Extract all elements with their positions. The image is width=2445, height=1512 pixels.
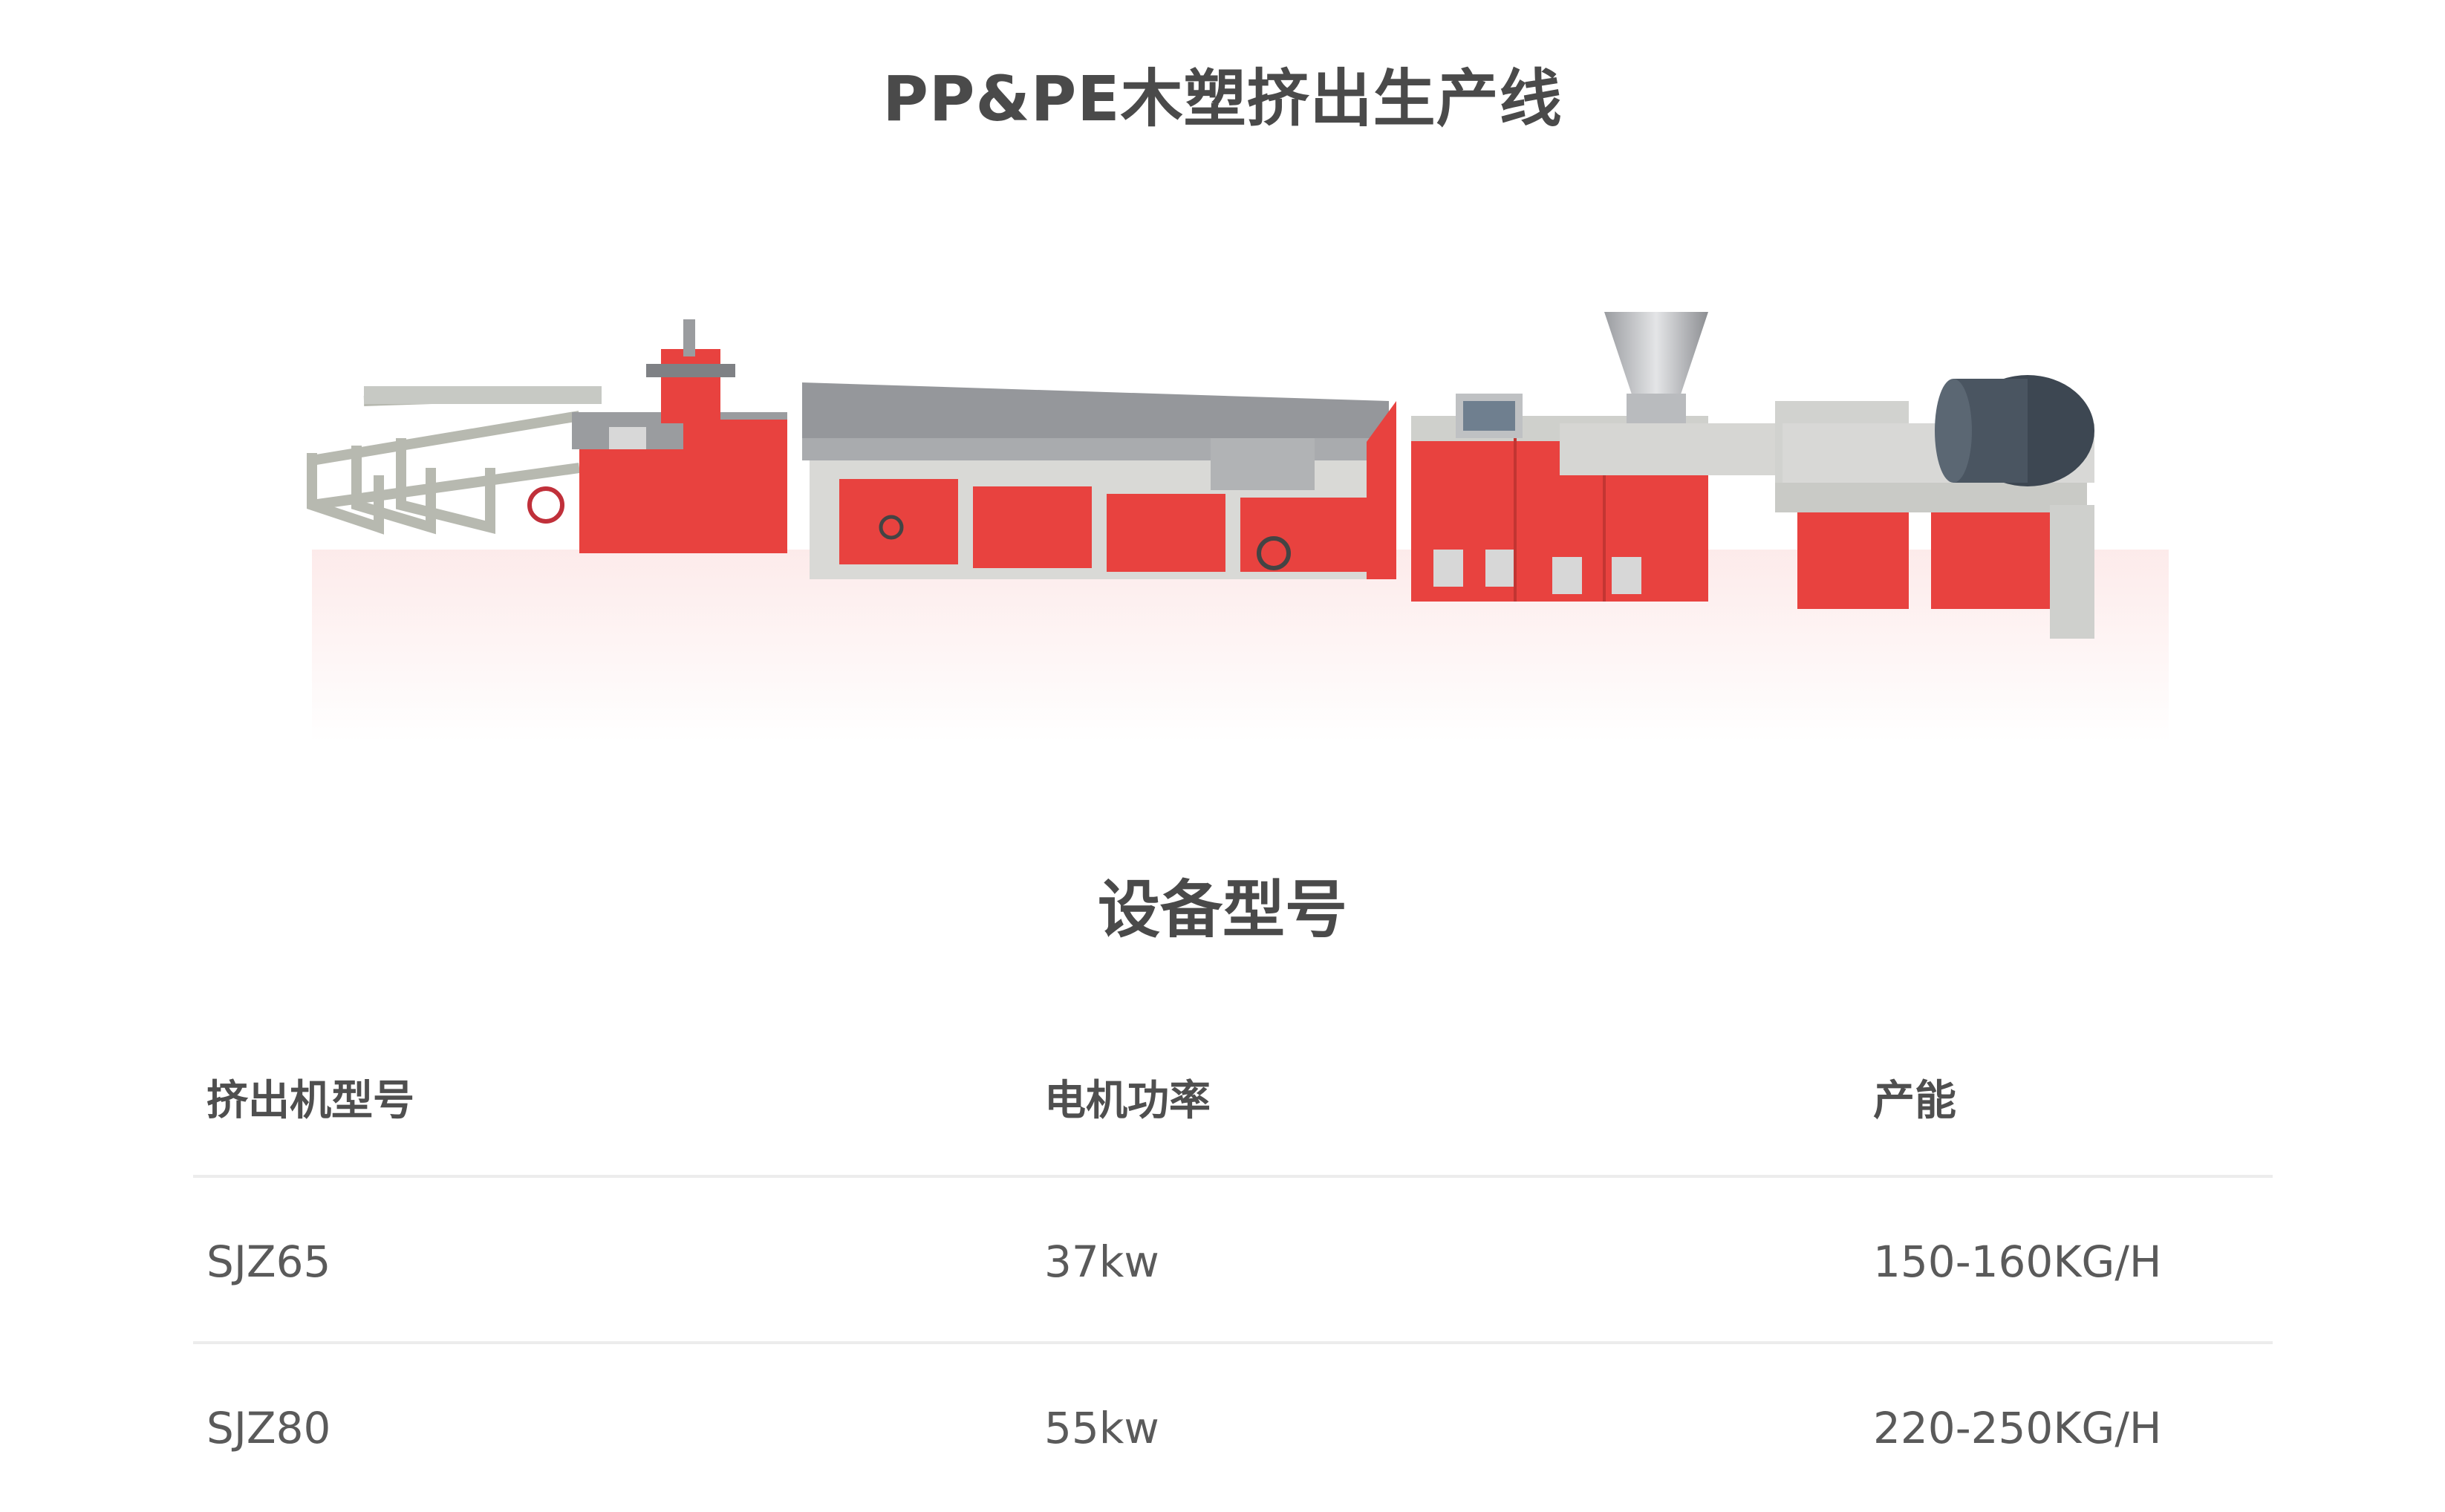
header-power: 电机功率 <box>1044 1077 1211 1125</box>
table-row: SJZ65 37kw 150-160KG/H <box>193 1178 2273 1344</box>
header-model: 挤出机型号 <box>206 1077 414 1125</box>
table-header-row: 挤出机型号 电机功率 产能 <box>193 1025 2273 1178</box>
page-title: PP&PE木塑挤出生产线 <box>882 62 1563 135</box>
drive-motor <box>1935 375 2094 486</box>
vacuum-cooling-table <box>802 382 1396 579</box>
cell-capacity: 220-250KG/H <box>1873 1403 2162 1453</box>
cell-power: 55kw <box>1044 1403 1159 1453</box>
cell-model: SJZ80 <box>206 1403 331 1453</box>
cell-model: SJZ65 <box>206 1236 331 1287</box>
cell-power: 37kw <box>1044 1236 1159 1287</box>
table-row: SJZ80 55kw 220-250KG/H <box>193 1344 2273 1508</box>
header-capacity: 产能 <box>1873 1077 1956 1125</box>
cell-capacity: 150-160KG/H <box>1873 1236 2162 1287</box>
stacker-rack <box>307 388 595 535</box>
spec-table: 挤出机型号 电机功率 产能 SJZ65 37kw 150-160KG/H SJZ… <box>193 1025 2273 1508</box>
section-title: 设备型号 <box>1097 873 1347 946</box>
cutting-machine <box>572 319 787 553</box>
extrusion-line-illustration <box>307 312 2169 743</box>
